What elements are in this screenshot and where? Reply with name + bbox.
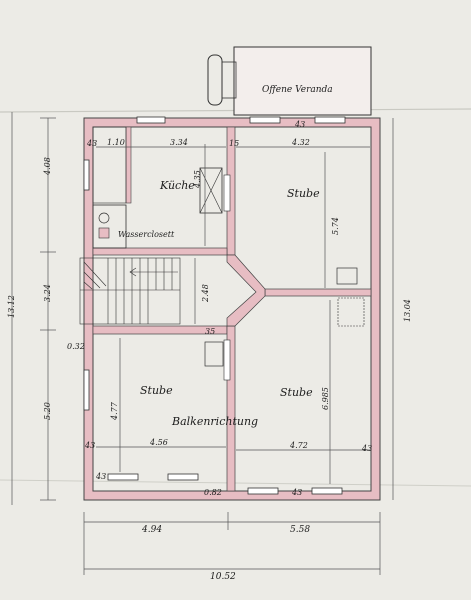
dim-left-520: 5.20 [43, 402, 52, 420]
stove-sw [204, 341, 224, 367]
label-room-ne: Stube [287, 187, 320, 200]
dim-room-sw-width: 4.56 [149, 438, 168, 447]
kitchen-stove-cross [199, 167, 223, 214]
dim-top-kitchen: 3.34 [170, 138, 188, 147]
kitchen-stove [199, 167, 223, 214]
dim-left-032: 0.32 [67, 342, 85, 351]
dim-side-wall-left: 43 [84, 441, 95, 450]
dim-bottom-right: 5.58 [290, 525, 310, 535]
staircase [79, 257, 181, 325]
wall-kitchen-bottom [92, 247, 228, 256]
dim-left-408: 4.08 [43, 157, 52, 176]
windows [83, 116, 346, 495]
veranda-column [207, 54, 223, 106]
label-room-sw: Stube [140, 384, 173, 397]
veranda-steps [221, 61, 237, 99]
dim-top-wall-left: 43 [86, 139, 97, 148]
dim-top-wall-mid: 15 [229, 139, 239, 148]
chimney-flue [223, 339, 231, 381]
closet-shaft [98, 227, 110, 239]
label-room-se: Stube [280, 386, 313, 399]
label-kitchen: Küche [159, 179, 195, 192]
wall-hall-diagonal [226, 254, 266, 327]
dim-left-total: 13.12 [7, 295, 16, 318]
dim-room-ne-depth: 5.74 [331, 217, 340, 235]
dim-bottom-window: 43 [291, 488, 302, 497]
toilet-icon [98, 212, 110, 224]
dim-bottom-total: 10.52 [210, 572, 236, 582]
stove-ne [336, 267, 358, 285]
pantry [92, 126, 127, 204]
chimney-flue [223, 174, 231, 212]
dim-bottom-left: 4.94 [141, 525, 162, 535]
dim-bottom-wall-mid: 0.82 [204, 488, 222, 497]
dim-kitchen-depth: 4.35 [193, 170, 202, 189]
dim-wall-mid: 35 [205, 327, 215, 336]
dim-left-324: 3.24 [43, 284, 52, 302]
dim-room-sw-depth: 4.77 [110, 401, 119, 421]
wall-right-rooms [264, 288, 372, 297]
dim-room-se-width: 4.72 [289, 441, 308, 450]
dim-right-total: 13.04 [403, 299, 412, 322]
stove-se [337, 297, 365, 327]
veranda-outline [233, 46, 372, 116]
label-beam-direction: Balkenrichtung [171, 415, 258, 428]
wall-pantry [125, 126, 132, 204]
dim-top-window: 43 [294, 120, 305, 129]
dim-top-small: 1.10 [107, 138, 125, 147]
label-water-closet: Wasserclosett [118, 230, 175, 239]
dimension-lines [11, 112, 394, 575]
dim-room-se-depth: 6.985 [321, 387, 330, 410]
dim-top-right: 4.32 [291, 138, 310, 147]
water-closet-room [92, 204, 127, 249]
paper-fold-line [0, 479, 471, 487]
dim-stair-depth: 2.48 [201, 284, 210, 303]
label-veranda: Offene Veranda [262, 85, 333, 95]
dim-bottom-wall-left: 43 [95, 472, 106, 481]
dim-side-wall-right: 43 [361, 444, 372, 453]
